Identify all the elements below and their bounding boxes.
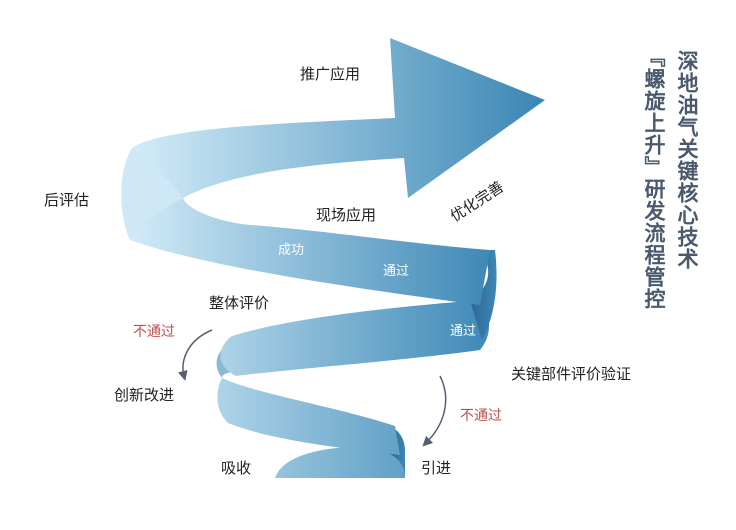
feedback-arrow-innovate [177,329,213,381]
band-3 [220,300,489,376]
fold-pass [470,250,497,340]
label-overall-eval: 整体评价 [209,294,270,312]
title-line2: 『螺旋上升』研发流程管控 [642,46,666,310]
title-line1: 深地油气关键核心技术 [675,50,699,270]
band-2 [217,378,400,455]
band-top-arrow [132,38,545,198]
label-introduce: 引进 [421,459,452,477]
fold-post-eval [121,148,184,240]
label-field-apply: 现场应用 [316,206,377,224]
label-success: 成功 [278,243,305,258]
band-bottom [275,446,405,478]
label-innovate: 创新改进 [114,386,175,404]
label-pass-2: 通过 [450,324,477,339]
label-pass-1: 通过 [383,264,410,279]
label-post-eval: 后评估 [44,191,90,209]
label-fail-1: 不通过 [133,324,175,340]
label-absorb: 吸收 [221,459,252,477]
label-fail-2: 不通过 [460,408,502,424]
band-4 [130,198,490,305]
label-promote: 推广应用 [300,65,361,83]
feedback-arrow-introduce [422,375,447,447]
label-component-eval: 关键部件评价验证 [511,365,632,383]
